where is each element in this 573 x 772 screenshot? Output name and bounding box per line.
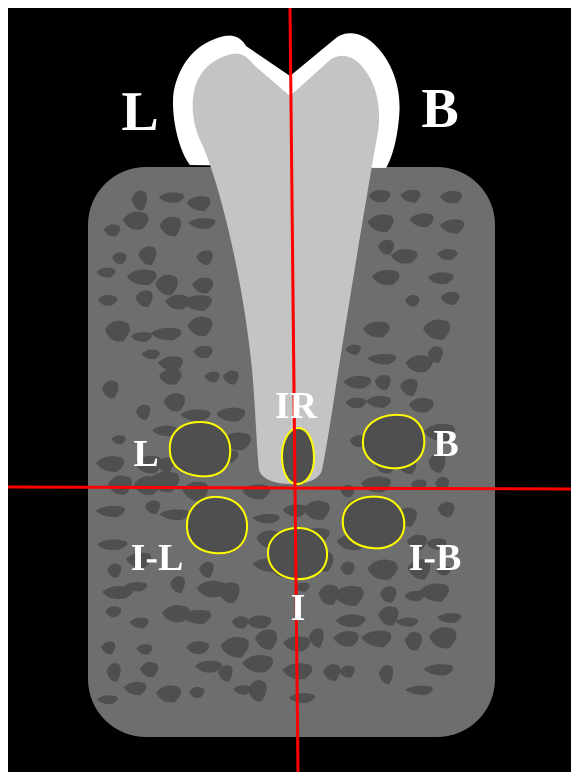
site-inferior-buccal	[343, 497, 404, 549]
site-lingual	[170, 422, 230, 476]
label-site-inferior-lingual: I-L	[131, 537, 184, 579]
site-inferior	[268, 528, 327, 579]
label-site-inferior-buccal: I-B	[409, 537, 462, 579]
label-crown-lingual: L	[121, 81, 158, 143]
label-site-lingual: L	[133, 433, 158, 475]
label-site-inferior: I	[291, 587, 306, 629]
label-root-site: IR	[275, 385, 318, 427]
label-crown-buccal: B	[421, 78, 458, 140]
site-buccal	[363, 415, 424, 468]
label-site-buccal: B	[433, 423, 458, 465]
horizontal-reference-line	[8, 487, 571, 489]
site-inferior-lingual	[187, 497, 247, 553]
site-root	[282, 428, 314, 484]
